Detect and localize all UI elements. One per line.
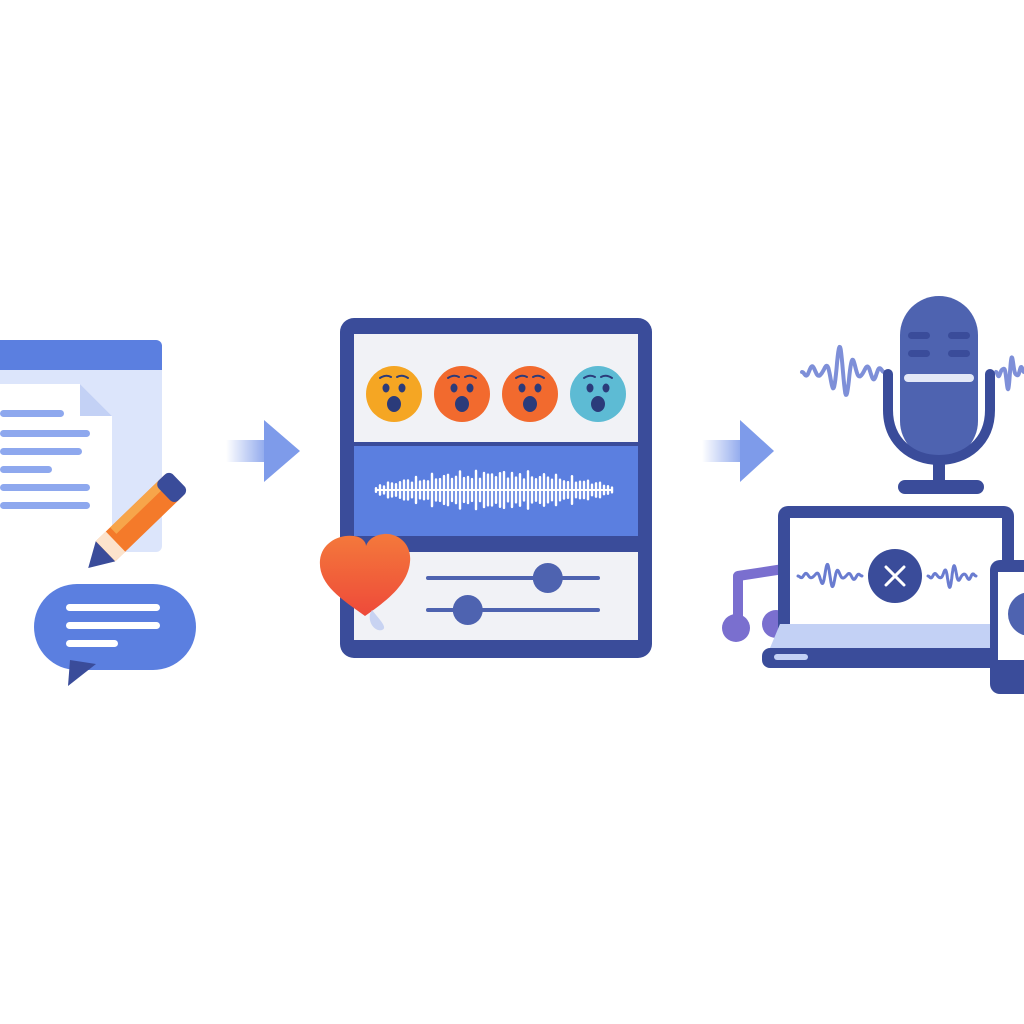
laptop-waveform-icon [796,562,978,589]
close-icon [868,549,922,603]
chat-bubble-icon [34,584,196,686]
shocked-face-icon [434,366,490,422]
sound-wave-left-icon [800,344,886,397]
slider-knob[interactable] [532,563,563,593]
step-text-input [0,340,196,686]
step-audio-output [722,296,1024,694]
waveform-icon [374,469,614,511]
document-window-icon [0,340,162,560]
surprised-face-icon [570,366,626,422]
arrow-right-icon [226,420,300,482]
pencil-icon [88,472,187,569]
heart-icon [319,533,411,631]
surprised-face-icon [366,366,422,422]
emotion-faces [366,366,626,422]
step-emotion-voice-settings [319,318,652,658]
document-page-icon [0,384,112,560]
slider-bottom[interactable] [426,595,600,625]
slider-top[interactable] [426,563,600,593]
microphone-icon [883,296,995,494]
laptop-icon [762,506,1024,668]
slider-knob[interactable] [452,595,483,625]
slider-group [426,563,600,625]
shocked-face-icon [502,366,558,422]
arrow-right-icon [702,420,774,482]
sound-wave-right-icon [994,355,1024,392]
phone-icon [990,560,1024,694]
